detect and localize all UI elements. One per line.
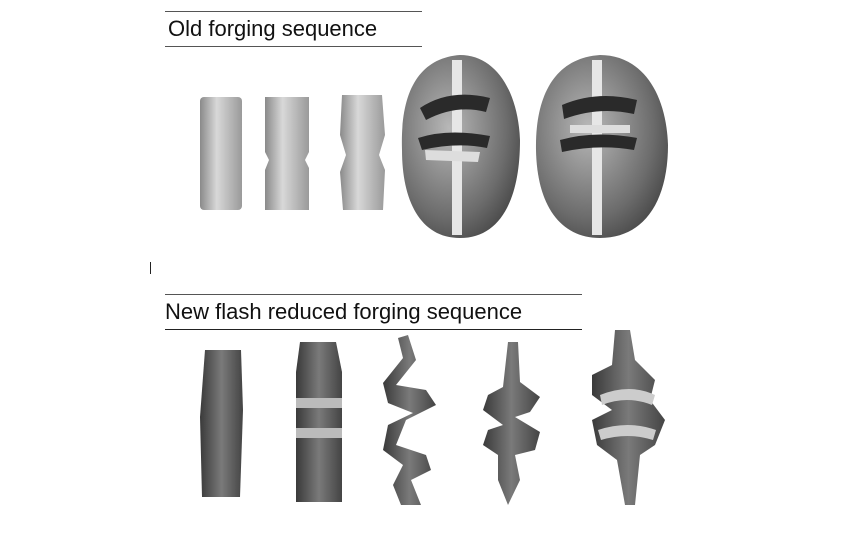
marker-tick: [150, 262, 151, 274]
new-title-top-rule: [165, 294, 582, 295]
old-title-top-rule: [165, 11, 422, 12]
old-stage-4-blocker: [401, 55, 520, 238]
new-sequence-title: New flash reduced forging sequence: [165, 299, 523, 324]
new-title-bottom-rule: [165, 329, 582, 330]
old-stage-3-preform: [340, 95, 385, 210]
old-stage-5-finish: [535, 55, 668, 238]
new-stage-4-blocker: [483, 342, 540, 505]
new-stage-3-bent-preform: [383, 335, 436, 505]
old-sequence-title: Old forging sequence: [168, 16, 378, 41]
old-stage-1-billet: [200, 97, 242, 210]
old-stage-2-upset: [265, 97, 309, 210]
old-title-bottom-rule: [165, 46, 422, 47]
new-stage-2-preform: [296, 342, 342, 502]
new-stage-1-billet: [200, 350, 243, 497]
new-stage-5-finish: [592, 330, 665, 505]
